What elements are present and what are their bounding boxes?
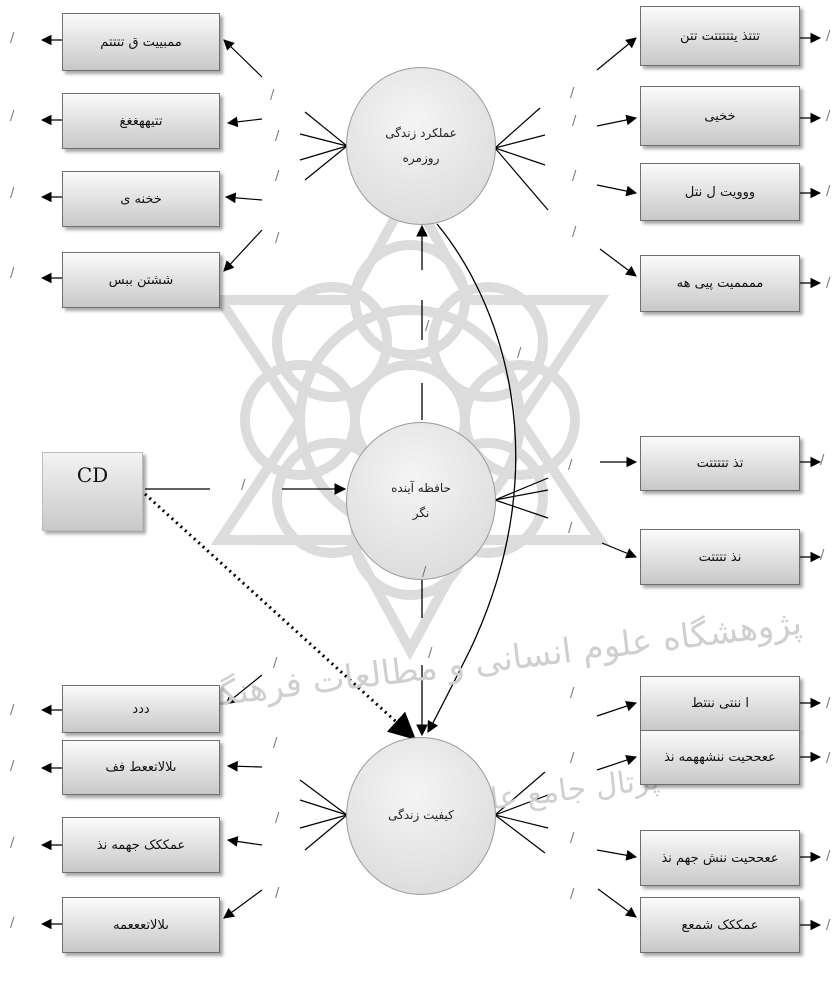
indicator-box-left: خخنه ی xyxy=(62,171,220,227)
coefficient-slash-mark: / xyxy=(275,811,280,826)
coefficient-slash-mark: / xyxy=(570,86,575,101)
circle-label-line1: کیفیت زندگی xyxy=(388,808,454,823)
coefficient-slash-mark: / xyxy=(241,478,246,493)
coefficient-slash-mark: / xyxy=(275,129,280,144)
indicator-box-right: ععححیت ننشههمه نذ xyxy=(640,730,800,785)
indicator-box-right: ا ننتی ننتط xyxy=(640,676,800,731)
coefficient-slash-mark: / xyxy=(826,751,831,766)
coefficient-slash-mark: / xyxy=(425,319,430,334)
indicator-box-right: ممممیت پیی هه xyxy=(640,255,800,312)
indicator-box-right: تتتذ یتتتتتت تتن xyxy=(640,6,800,66)
circle-label-line1: حافظه آینده xyxy=(391,480,451,495)
indicator-box-right: عمککک شمعع xyxy=(640,897,800,953)
indicator-box-right: تذ تتتتتت xyxy=(640,436,800,491)
coefficient-slash-mark: / xyxy=(820,548,825,563)
coefficient-slash-mark: / xyxy=(275,169,280,184)
top-right-connections xyxy=(494,32,822,289)
coefficient-slash-mark: / xyxy=(570,686,575,701)
coefficient-slash-mark: / xyxy=(826,184,831,199)
coefficient-slash-mark: / xyxy=(826,696,831,711)
cd-to-quality-dotted-path xyxy=(143,492,416,740)
indicator-box-left: ددد xyxy=(62,685,220,733)
coefficient-slash-mark: / xyxy=(270,88,275,103)
coefficient-slash-mark: / xyxy=(570,751,575,766)
structural-paths xyxy=(145,223,517,737)
indicator-box-left: عمککک جهمه نذ xyxy=(62,817,220,873)
indicator-box-right: ووویت ل نتل xyxy=(640,163,800,221)
coefficient-slash-mark: / xyxy=(275,886,280,901)
indicator-box-left: ىلالاتععط فف xyxy=(62,740,220,795)
indicator-box-right: ععححیت ننش جهم نذ xyxy=(640,830,800,886)
circle-label-line2: روزمره xyxy=(402,151,440,165)
watermark-rosette xyxy=(210,179,610,661)
indicator-box-left: تتیههغغغ xyxy=(62,93,220,149)
coefficient-slash-mark: / xyxy=(826,109,831,124)
bottom-right-connections xyxy=(494,697,822,931)
latent-quality-of-life: کیفیت زندگی xyxy=(346,737,496,895)
coefficient-slash-mark: / xyxy=(10,759,15,774)
bottom-left-connections xyxy=(40,674,348,930)
coefficient-slash-mark: / xyxy=(273,656,278,671)
circle-label-line1: عملکرد زندگی xyxy=(385,125,457,140)
coefficient-slash-mark: / xyxy=(570,831,575,846)
coefficient-slash-mark: / xyxy=(568,458,573,473)
coefficient-slash-mark: / xyxy=(275,231,280,246)
top-left-connections xyxy=(40,34,348,284)
coefficient-slash-mark: / xyxy=(517,346,522,361)
indicator-box-left: ممبییت ق تتتتم xyxy=(62,13,220,71)
coefficient-slash-mark: / xyxy=(428,646,433,661)
coefficient-slash-mark: / xyxy=(10,109,15,124)
coefficient-slash-mark: / xyxy=(826,918,831,933)
coefficient-slash-mark: / xyxy=(826,29,831,44)
cd-observed-variable: CD xyxy=(42,452,143,531)
coefficient-slash-mark: / xyxy=(10,31,15,46)
indicator-box-left: ششتن ببس xyxy=(62,252,220,308)
coefficient-slash-mark: / xyxy=(10,186,15,201)
coefficient-slash-mark: / xyxy=(273,736,278,751)
coefficient-slash-mark: / xyxy=(10,266,15,281)
coefficient-slash-mark: / xyxy=(10,916,15,931)
indicator-box-left: ىلالاتعععمه xyxy=(62,897,220,953)
coefficient-slash-mark: / xyxy=(826,276,831,291)
indicator-box-right: نذ تتتتت xyxy=(640,529,800,585)
coefficient-slash-mark: / xyxy=(570,887,575,902)
cd-label: CD xyxy=(76,463,109,487)
coefficient-slash-mark: / xyxy=(572,114,577,129)
coefficient-slash-mark: / xyxy=(10,703,15,718)
indicator-box-right: خخیی xyxy=(640,86,800,146)
coefficient-slash-mark: / xyxy=(422,565,427,580)
coefficient-slash-mark: / xyxy=(10,836,15,851)
coefficient-slash-mark: / xyxy=(572,225,577,240)
coefficient-slash-mark: / xyxy=(826,849,831,864)
coefficient-slash-mark: / xyxy=(572,169,577,184)
circle-label-line2: نگر xyxy=(412,506,430,520)
latent-daily-functioning: عملکرد زندگی روزمره xyxy=(346,67,496,225)
coefficient-slash-mark: / xyxy=(820,453,825,468)
middle-right-connections xyxy=(494,456,822,563)
latent-prospective-memory: حافظه آینده نگر xyxy=(346,422,496,580)
coefficient-slash-mark: / xyxy=(568,521,573,536)
